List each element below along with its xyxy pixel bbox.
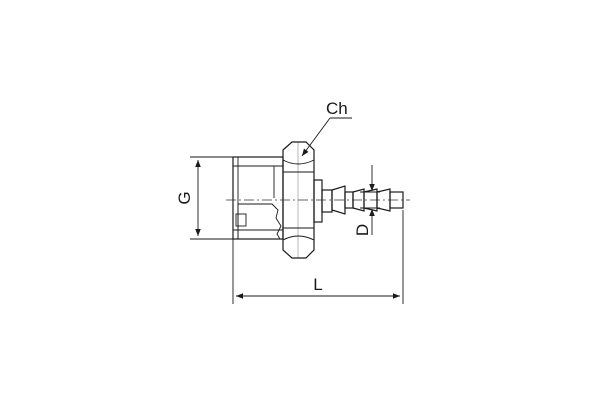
dimension-g: G	[175, 156, 233, 240]
threaded-body	[232, 156, 284, 240]
dimension-l: L	[232, 210, 404, 304]
label-l: L	[313, 275, 322, 294]
label-d: D	[353, 224, 372, 236]
section-hatch	[237, 203, 282, 240]
dimension-ch: Ch	[301, 99, 352, 157]
label-ch: Ch	[326, 99, 348, 118]
dimension-d: D	[353, 165, 380, 236]
label-g: G	[175, 191, 194, 204]
inner-bore	[235, 213, 247, 227]
collar	[313, 179, 333, 223]
